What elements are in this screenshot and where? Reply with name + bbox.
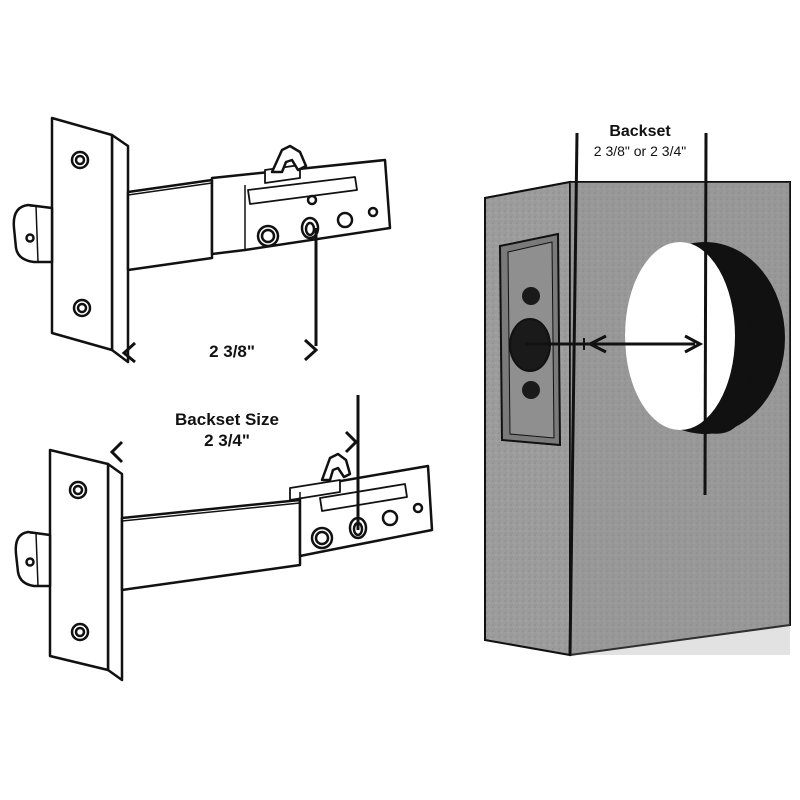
latch-bottom-trigger xyxy=(320,452,352,482)
latch-bottom-faceplate-side xyxy=(106,462,124,682)
door-dimension xyxy=(525,132,708,656)
latch-bottom-housing xyxy=(120,498,302,592)
label-door-title: Backset xyxy=(609,123,671,140)
latch-bottom-dimension xyxy=(109,395,360,530)
latch-top-dimension xyxy=(121,228,319,364)
latch-bottom xyxy=(14,448,434,682)
latch-top xyxy=(12,116,392,364)
latch-bottom-faceplate xyxy=(48,448,110,672)
latch-top-faceplate-side xyxy=(110,133,130,364)
latch-top-cage xyxy=(210,158,392,256)
latch-top-trigger xyxy=(270,144,308,174)
latch-top-bolt xyxy=(12,203,54,264)
door-edge-faceplate xyxy=(498,232,562,447)
label-door-measure: 2 3/8" or 2 3/4" xyxy=(593,143,687,159)
label-bottom-latch-measure: 2 3/4" xyxy=(204,431,250,450)
latch-top-housing xyxy=(126,178,214,272)
label-top-latch-measure: 2 3/8" xyxy=(209,342,255,361)
label-bottom-latch-title: Backset Size xyxy=(175,410,279,429)
